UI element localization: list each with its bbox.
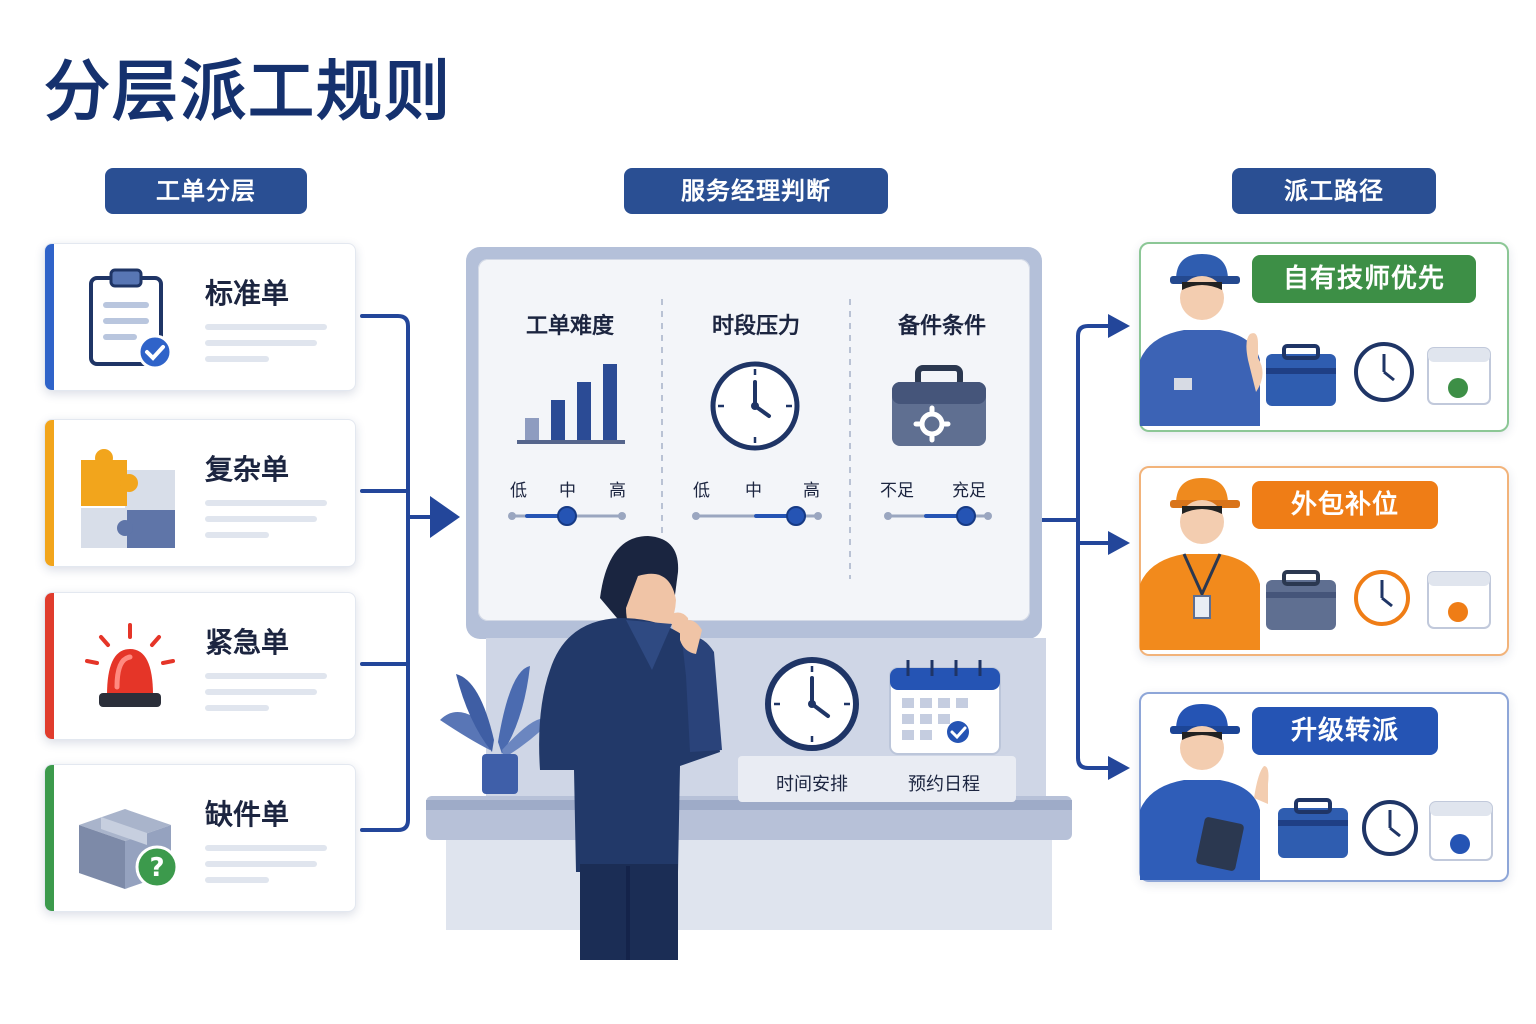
route-label: 升级转派: [1252, 707, 1438, 755]
section-dispatch-routes: 派工路径: [1232, 168, 1436, 214]
factor-title-parts: 备件条件: [897, 314, 986, 339]
level-insufficient: 不足: [880, 481, 914, 501]
clipboard-check-icon: [89, 268, 173, 370]
ticket-card-standard[interactable]: 标准单: [44, 243, 356, 391]
board-dividers: [661, 299, 851, 579]
service-manager-figure: [539, 536, 722, 960]
difficulty-slider[interactable]: [506, 504, 628, 528]
svg-text:?: ?: [149, 853, 164, 883]
ticket-label: 紧急单: [205, 626, 290, 659]
ticket-label: 缺件单: [205, 798, 290, 831]
factor-title-time-pressure: 时段压力: [711, 314, 800, 339]
level-low: 低: [693, 481, 710, 501]
level-mid: 中: [559, 481, 576, 501]
ticket-label: 标准单: [205, 277, 290, 310]
factor-title-difficulty: 工单难度: [525, 314, 614, 339]
section-manager-judgement: 服务经理判断: [624, 168, 888, 214]
route-label: 自有技师优先: [1252, 255, 1476, 303]
section-ticket-tiers: 工单分层: [105, 168, 307, 214]
toolbox-icon: [892, 365, 986, 446]
route-label: 外包补位: [1252, 481, 1438, 529]
level-low: 低: [510, 481, 527, 501]
bar-chart-icon: [517, 364, 625, 444]
escalate-illustration: [1140, 704, 1493, 880]
clock-icon: [710, 361, 800, 451]
schedule-calendar-icon: [889, 660, 1001, 755]
box-question-icon: ?: [79, 809, 179, 889]
ticket-card-urgent[interactable]: 紧急单: [44, 592, 356, 740]
level-high: 高: [803, 481, 820, 501]
desk-clock-icon: [765, 657, 859, 751]
time-pressure-slider[interactable]: [690, 504, 824, 528]
ticket-card-complex[interactable]: 复杂单: [44, 419, 356, 567]
level-sufficient: 充足: [952, 481, 986, 501]
desk-shelf: [738, 756, 1016, 802]
parts-slider[interactable]: [882, 504, 994, 528]
level-high: 高: [609, 481, 626, 501]
outsource-illustration: [1140, 478, 1491, 650]
appointment-schedule-label: 预约日程: [908, 774, 980, 795]
siren-icon: [85, 623, 175, 707]
accent-bar: [45, 244, 54, 390]
time-arrangement-label: 时间安排: [776, 774, 848, 795]
own-technician-illustration: [1140, 254, 1491, 426]
ticket-label: 复杂单: [205, 453, 290, 486]
page-title: 分层派工规则: [44, 53, 452, 130]
level-mid: 中: [745, 481, 762, 501]
puzzle-icon: [81, 449, 175, 548]
ticket-card-missing-parts[interactable]: ? 缺件单: [44, 764, 356, 912]
